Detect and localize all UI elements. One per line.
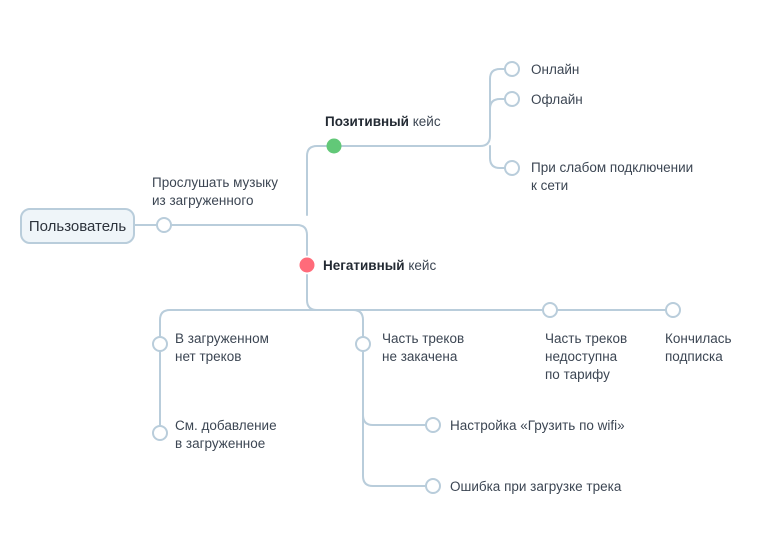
node-circle-download-error[interactable] [425, 478, 441, 494]
branch-positive-label: Позитивный кейс [325, 114, 441, 129]
node-circle-weak-connection[interactable] [504, 160, 520, 176]
root-node-label: Пользователь [29, 218, 127, 235]
node-circle-see-adding[interactable] [152, 425, 168, 441]
node-see-adding-label-line2: в загруженное [175, 436, 265, 451]
node-wifi-setting-label: Настройка «Грузить по wifi» [450, 418, 625, 433]
node-circle-tracks-not-downloaded[interactable] [355, 336, 371, 352]
root-edge-label-line1: Прослушать музыку [152, 175, 278, 190]
node-dot-positive[interactable] [326, 138, 342, 154]
edge-trunk-positive [306, 145, 328, 216]
node-no-tracks[interactable]: В загруженном нет треков [152, 331, 269, 364]
branch-negative-label-rest: кейс [405, 258, 437, 273]
node-tariff-unavailable-label-line1: Часть треков [545, 331, 627, 346]
node-wifi-setting[interactable]: Настройка «Грузить по wifi» [425, 417, 625, 433]
node-online-label: Онлайн [531, 62, 579, 77]
edge-not-downloaded-spine [362, 350, 427, 487]
branch-negative-label: Негативный кейс [323, 258, 436, 273]
node-circle-no-tracks[interactable] [152, 336, 168, 352]
node-weak-connection-label-line1: При слабом подключении [531, 160, 693, 175]
edge-rootnode-to-trunk [170, 224, 308, 256]
node-tariff-unavailable[interactable]: Часть треков недоступна по тарифу [542, 302, 627, 382]
edge-positive-weak [489, 150, 506, 169]
node-circle-subscription-ended[interactable] [665, 302, 681, 318]
node-no-tracks-label-line1: В загруженном [175, 331, 269, 346]
node-circle-offline[interactable] [504, 91, 520, 107]
node-circle-tariff-unavailable[interactable] [542, 302, 558, 318]
root-edge-label: Прослушать музыку из загруженного [152, 175, 278, 208]
node-tracks-not-downloaded[interactable]: Часть треков не закачена [355, 331, 464, 364]
node-online[interactable]: Онлайн [504, 61, 579, 77]
branch-positive[interactable]: Позитивный кейс [325, 114, 441, 154]
node-no-tracks-label-line2: нет треков [175, 349, 241, 364]
root-node[interactable]: Пользователь [20, 208, 135, 244]
edge-positive-offline [489, 98, 506, 110]
node-tariff-unavailable-label-line2: недоступна [545, 349, 618, 364]
node-subscription-ended-label-line1: Кончилась [665, 331, 732, 346]
node-tracks-not-downloaded-label-line2: не закачена [382, 349, 458, 364]
branch-negative[interactable]: Негативный кейс [299, 257, 437, 274]
node-download-error[interactable]: Ошибка при загрузке трека [425, 478, 622, 494]
node-tracks-not-downloaded-label-line1: Часть треков [382, 331, 464, 346]
branch-negative-label-strong: Негативный [323, 258, 405, 273]
edge-positive-spine [340, 68, 506, 147]
node-see-adding-label-line1: См. добавление [175, 418, 277, 433]
root-edge-label-line2: из загруженного [152, 193, 253, 208]
node-see-adding[interactable]: См. добавление в загруженное [152, 418, 277, 451]
node-dot-negative[interactable] [299, 257, 315, 273]
branch-positive-label-rest: кейс [409, 114, 441, 129]
node-offline-label: Офлайн [531, 92, 583, 107]
edge-not-downloaded-to-wifi [362, 414, 427, 426]
node-weak-connection[interactable]: При слабом подключении к сети [504, 160, 693, 193]
edge-negative-child2-drop [352, 309, 364, 338]
branch-positive-label-strong: Позитивный [325, 114, 409, 129]
root-connector-node[interactable] [156, 217, 172, 233]
root-node-box[interactable] [20, 208, 135, 244]
node-subscription-ended[interactable]: Кончилась подписка [665, 302, 732, 364]
node-weak-connection-label-line2: к сети [531, 178, 568, 193]
node-offline[interactable]: Офлайн [504, 91, 583, 107]
edge-layer [133, 68, 667, 487]
node-subscription-ended-label-line2: подписка [665, 349, 723, 364]
node-tariff-unavailable-label-line3: по тарифу [545, 367, 610, 382]
node-circle-wifi-setting[interactable] [425, 417, 441, 433]
edge-trunk-negative-down [306, 274, 341, 311]
node-circle-root-connector[interactable] [156, 217, 172, 233]
node-circle-online[interactable] [504, 61, 520, 77]
node-download-error-label: Ошибка при загрузке трека [450, 479, 622, 494]
